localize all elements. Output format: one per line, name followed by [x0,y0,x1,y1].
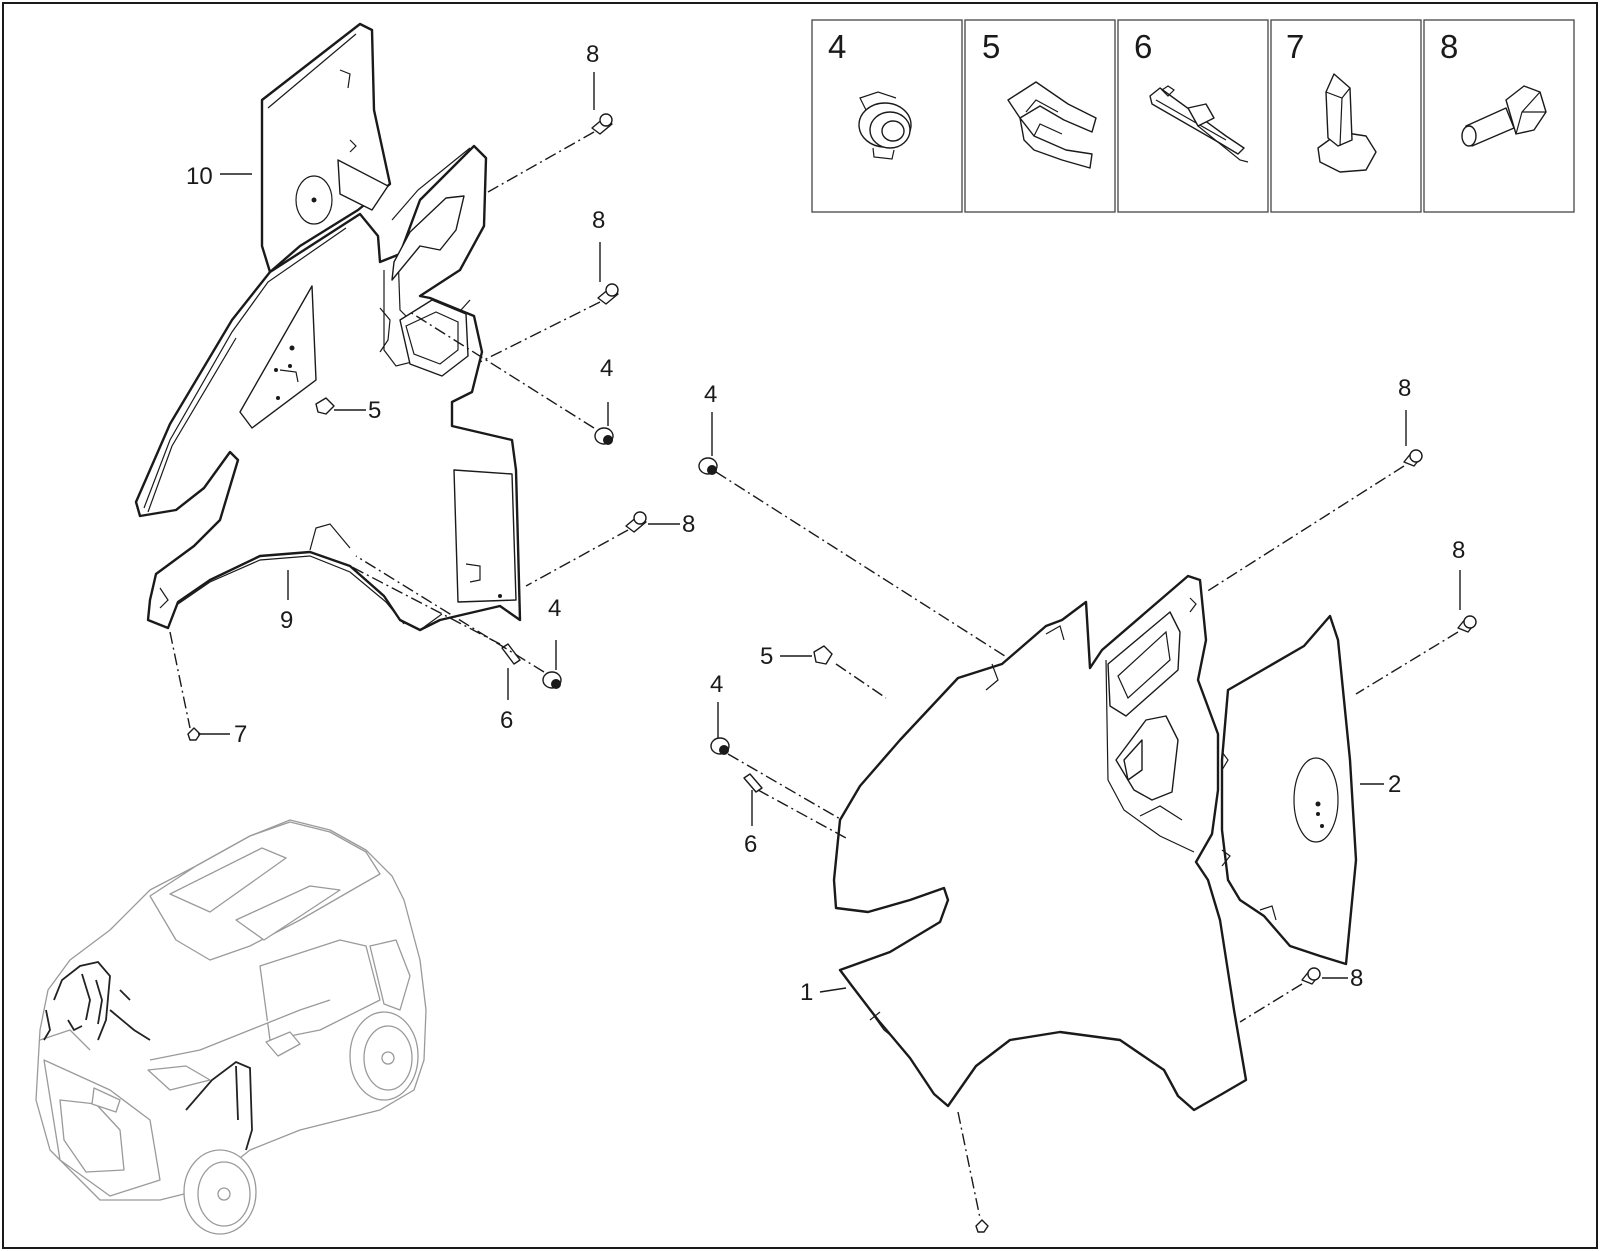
callout-9: 9 [280,607,293,634]
legend-number: 4 [828,28,846,65]
legend-box-6: 6 [1117,19,1269,213]
callout-1: 1 [800,979,813,1006]
callout-labels: 8 10 8 4 5 8 4 9 6 7 4 8 8 5 4 6 2 1 8 [186,41,1465,1006]
part-1-side-panel [832,574,1248,1112]
outer-panel-assembly-right [832,574,1358,1112]
callout-8: 8 [682,511,695,538]
legend-box-5: 5 [964,19,1116,213]
callout-5: 5 [760,643,773,670]
clip-4-b [542,671,562,689]
bolt-8-e [1301,967,1321,985]
callout-6: 6 [744,831,757,858]
callout-8: 8 [1350,965,1363,992]
legend-number: 6 [1134,28,1152,65]
clip-4-d [710,737,730,755]
callout-10: 10 [186,163,213,190]
part-2-rear-liner [1220,614,1358,966]
cable-clip-6-a [501,643,521,665]
callout-6: 6 [500,707,513,734]
callout-leaders [198,72,1461,993]
legend-box-8: 8 [1423,19,1575,213]
fasteners [187,113,1477,1233]
bolt-8-c [1403,449,1423,467]
callout-8: 8 [592,207,605,234]
clip-4-c [698,457,718,475]
callout-4: 4 [704,381,717,408]
rivet-7-a [187,727,201,741]
parts-legend: 4 5 6 [811,19,1575,213]
legend-number: 7 [1286,28,1304,65]
bolt-8-top [591,113,613,135]
callout-2: 2 [1388,771,1401,798]
legend-number: 5 [982,28,1000,65]
legend-number: 8 [1440,28,1458,65]
callout-8: 8 [1398,375,1411,402]
bolt-8-mid [597,283,619,305]
cable-tie-clip-icon [1149,85,1249,163]
push-clip-icon [858,91,912,160]
callout-5: 5 [368,397,381,424]
rivet-7-b [975,1219,989,1233]
callout-4: 4 [710,671,723,698]
callout-8: 8 [586,41,599,68]
spring-clip-5-a [315,397,335,415]
callout-4: 4 [600,355,613,382]
inner-panel-assembly-left [134,22,522,632]
clip-4-a [594,427,614,445]
legend-box-7: 7 [1270,19,1422,213]
bolt-8-d [1457,615,1477,633]
flange-bolt-icon [1461,85,1547,147]
vehicle-locator-illustration [35,819,427,1235]
legend-box-4: 4 [811,19,963,213]
spring-clip-5-b [813,645,833,665]
spring-clip-icon [1007,81,1097,169]
assembly-lines [169,131,1459,1219]
callout-8: 8 [1452,537,1465,564]
rivet-pin-icon [1317,73,1377,173]
callout-7: 7 [234,721,247,748]
callout-4: 4 [548,595,561,622]
bolt-8-b [625,511,647,533]
cable-clip-6-b [743,773,763,793]
